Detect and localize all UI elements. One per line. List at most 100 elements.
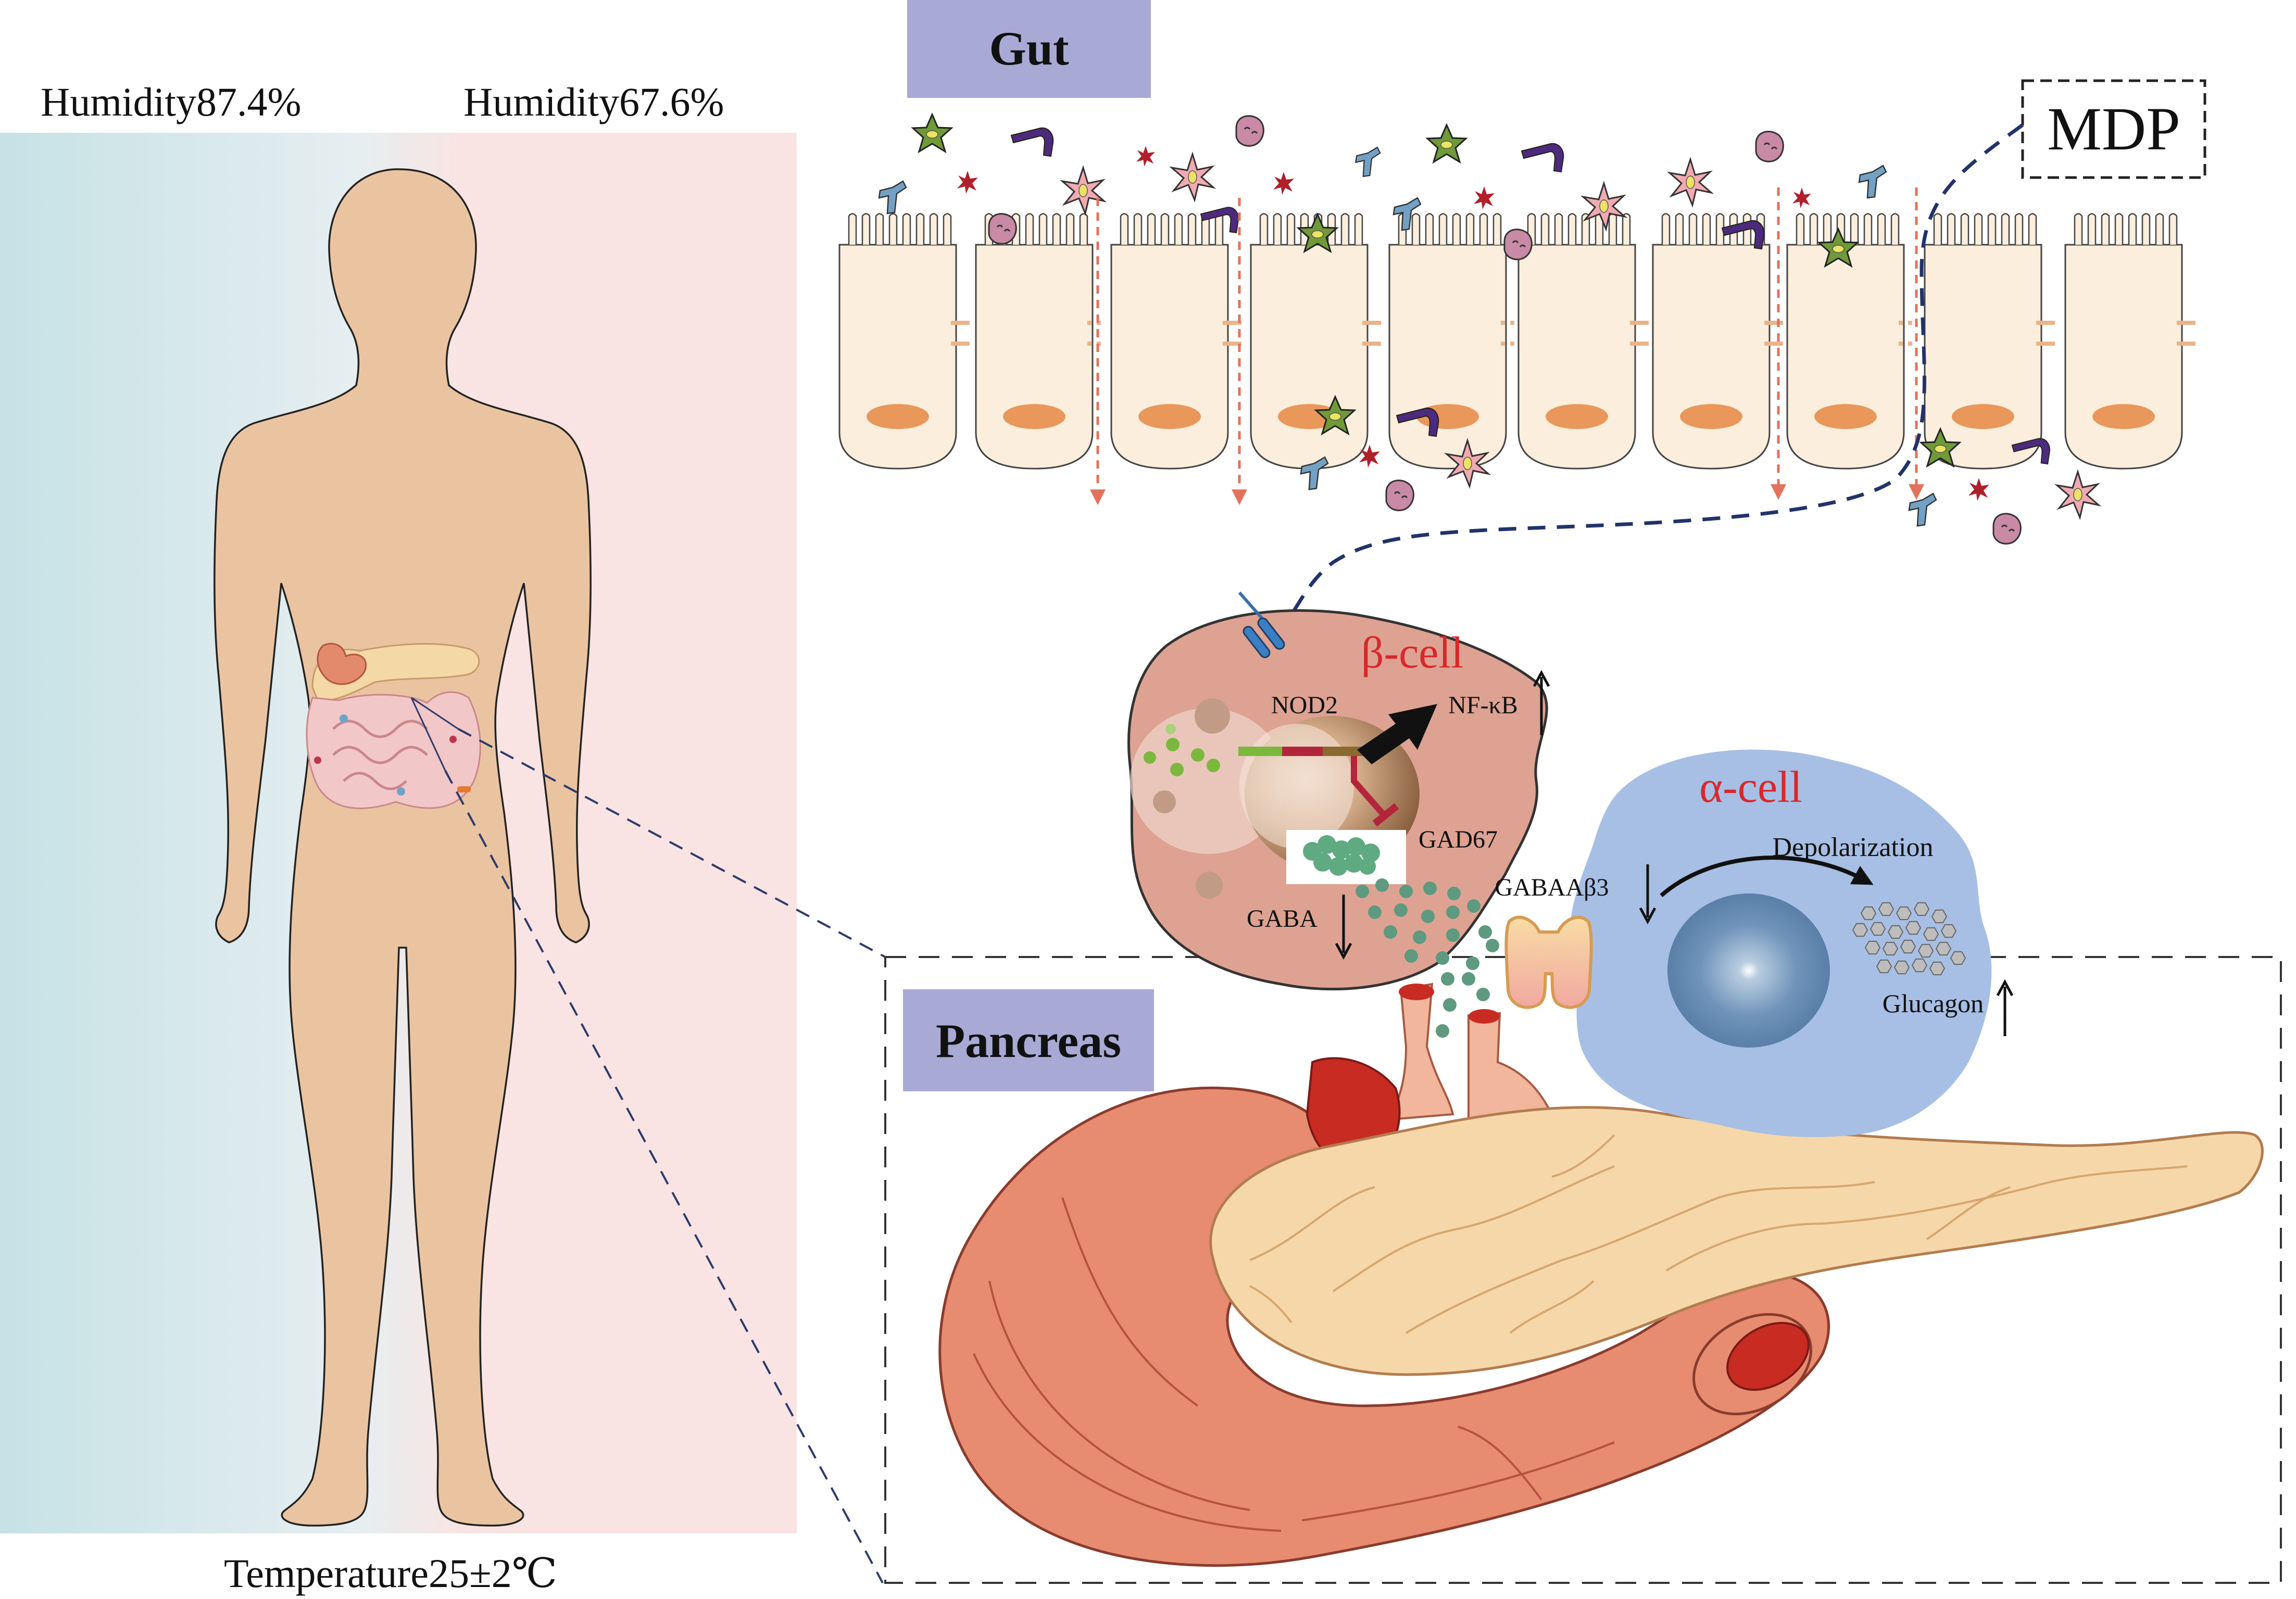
glucagon-granule: [1935, 941, 1952, 956]
gad67-inhibition: [1351, 756, 1388, 819]
glucagon-granule: [1900, 939, 1916, 954]
glucagon-granule: [1882, 941, 1899, 956]
tight-junction: [2177, 321, 2195, 346]
gaba-dot: [1466, 956, 1479, 970]
glucagon-granule: [1896, 906, 1912, 921]
down-arrow-icon: [1335, 895, 1352, 960]
microbe-icon: [1355, 146, 1381, 177]
gut-epithelial-cell: [1517, 213, 1636, 470]
tight-junction: [1899, 321, 1917, 346]
microbe-icon: [1858, 165, 1887, 199]
microbe-icon: [1668, 158, 1712, 206]
microbe-icon: [1792, 187, 1811, 208]
microbe-icon: [1385, 480, 1414, 511]
nod2-label: NOD2: [1271, 691, 1338, 719]
zoom-pointer-lines: [410, 697, 459, 771]
tight-junction: [951, 321, 970, 346]
glucagon-granule: [1852, 923, 1868, 937]
gut-epithelial-cell: [838, 213, 957, 470]
gad67-protein: [1303, 835, 1380, 876]
gut-epithelial-cell: [1250, 213, 1369, 470]
gaba-dot: [1404, 949, 1418, 963]
gabaa-receptor-label: GABAAβ3: [1495, 874, 1609, 901]
mini-digestive-organs: [306, 643, 481, 809]
glucagon-granules: [1852, 902, 1966, 976]
microbe-icon: [1992, 513, 2022, 545]
glucagon-granule: [1911, 958, 1928, 973]
gaba-dot: [1413, 930, 1426, 944]
microbe-icon: [1968, 478, 1989, 501]
translocation-arrows: [1090, 187, 1924, 505]
gaba-dot: [1446, 928, 1460, 942]
zoom-line-upper: [458, 728, 886, 958]
alpha-cell: α-cell Depolarization Glucagon: [1570, 749, 2014, 1137]
microbe-icon: [912, 114, 952, 153]
gaba-dot: [1462, 972, 1475, 986]
alpha-cell-title: α-cell: [1699, 762, 1802, 812]
gaba-dot: [1421, 910, 1435, 923]
gaba-dot: [1384, 925, 1397, 939]
glucagon-label: Glucagon: [1883, 989, 1984, 1018]
microbe-icon: [1521, 143, 1564, 172]
gut-title: Gut: [989, 22, 1069, 75]
glucagon-granule: [1876, 959, 1892, 974]
glucagon-granule: [1950, 951, 1966, 965]
microbe-icon: [1755, 131, 1784, 162]
gaba-dot: [1447, 887, 1461, 900]
gaba-dot: [1441, 972, 1454, 986]
environment-panel: Humidity87.4% Humidity67.6% Temperature2…: [0, 79, 797, 1596]
gaba-dot: [1443, 998, 1457, 1012]
gut-title-box: [907, 0, 1151, 98]
gaba-dot: [1476, 988, 1490, 1001]
glucagon-granule: [1878, 902, 1894, 916]
pancreas-organ: [938, 983, 2264, 1567]
microbe-icon: [988, 213, 1017, 245]
up-arrow-icon: [1996, 979, 2014, 1036]
nod2-receptor-icon: [1238, 591, 1285, 658]
microbe-icon: [1426, 124, 1467, 163]
glucagon-granule: [1923, 927, 1939, 941]
glucagon-granule: [1905, 921, 1922, 935]
tight-junction: [1630, 321, 1649, 346]
glucagon-granule: [1917, 943, 1934, 958]
glucagon-granule: [1870, 922, 1886, 936]
gut-epithelial-cell: [1652, 213, 1771, 470]
down-arrow-icon: [1639, 864, 1657, 925]
glucagon-granule: [1860, 906, 1877, 921]
temperature-label: Temperature25±2℃: [224, 1551, 557, 1596]
alpha-cell-nucleus: [1667, 893, 1830, 1048]
human-body-silhouette: [214, 168, 592, 1527]
gaba-dot: [1356, 885, 1369, 898]
mdp-label: MDP: [2047, 95, 2180, 163]
gad67-label: GAD67: [1419, 826, 1498, 853]
humidity-left-label: Humidity87.4%: [41, 79, 302, 124]
microbe-icon: [1273, 172, 1294, 195]
gaba-dot: [1368, 905, 1382, 919]
microbe-icon: [1171, 153, 1214, 201]
pancreas-title: Pancreas: [936, 1014, 1121, 1067]
mdp-particles: [1144, 724, 1220, 776]
beta-cell-title: β-cell: [1361, 627, 1464, 677]
microbe-icon: [1136, 146, 1155, 167]
up-arrow-icon: [1533, 670, 1550, 735]
tight-junction: [2036, 321, 2055, 346]
gaba-dot: [1436, 1024, 1449, 1038]
gaba-dot: [1478, 925, 1492, 939]
zoom-line-lower: [444, 770, 884, 1583]
microbe-icon: [1503, 229, 1533, 260]
gut-epithelial-cell: [1924, 213, 2042, 470]
glucagon-granule: [1940, 924, 1957, 938]
gaba-dot: [1446, 905, 1460, 919]
glucagon-granule: [1931, 909, 1948, 924]
gut-epithelial-cell: [2064, 213, 2183, 470]
glucagon-granule: [1913, 902, 1930, 916]
gut-panel: Gut MDP: [838, 0, 2206, 615]
gaba-dot: [1399, 885, 1413, 898]
glucagon-granule: [1864, 940, 1881, 955]
mdp-link-line: [1290, 123, 2024, 615]
pancreas-zoom-frame: [884, 956, 2282, 1584]
gaba-dot: [1436, 951, 1449, 965]
gaba-dot: [1423, 882, 1437, 895]
microbe-icon: [2056, 471, 2100, 519]
